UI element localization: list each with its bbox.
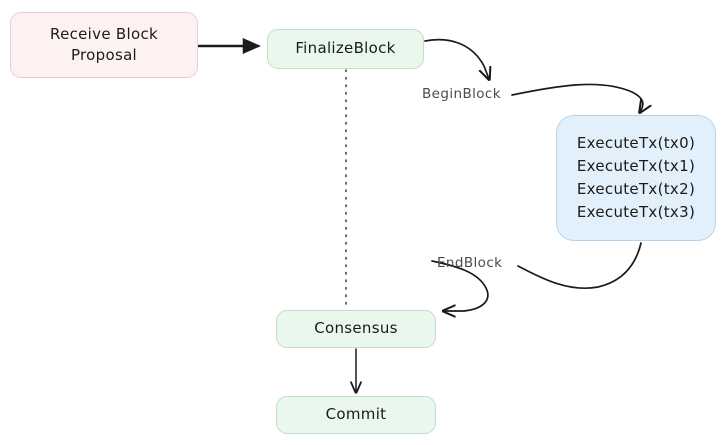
node-commit[interactable]: Commit (276, 396, 436, 434)
execute-tx-line-1: ExecuteTx(tx1) (576, 157, 696, 176)
node-finalize-block[interactable]: FinalizeBlock (267, 29, 424, 69)
node-consensus[interactable]: Consensus (276, 310, 436, 348)
edge-label-begin-block: BeginBlock (422, 86, 501, 102)
node-label: Commit (325, 405, 387, 424)
execute-tx-line-2: ExecuteTx(tx2) (576, 180, 696, 198)
execute-tx-line-3: ExecuteTx(tx3) (576, 202, 696, 221)
execute-tx-line-0: ExecuteTx(tx0) (576, 134, 696, 153)
edge-beginblock-to-execute-tx (511, 83, 643, 112)
node-receive-block-proposal[interactable]: Receive Block Proposal (10, 12, 198, 78)
node-label: Consensus (314, 319, 398, 338)
node-execute-tx[interactable]: ExecuteTx(tx0) ExecuteTx(tx1) ExecuteTx(… (556, 115, 716, 241)
edge-finalize-to-beginblock (424, 38, 489, 79)
edge-label-end-block: EndBlock (437, 255, 503, 271)
node-label: Receive Block Proposal (50, 24, 158, 64)
edge-execute-tx-to-consensus (431, 242, 642, 311)
node-label: FinalizeBlock (295, 39, 396, 58)
